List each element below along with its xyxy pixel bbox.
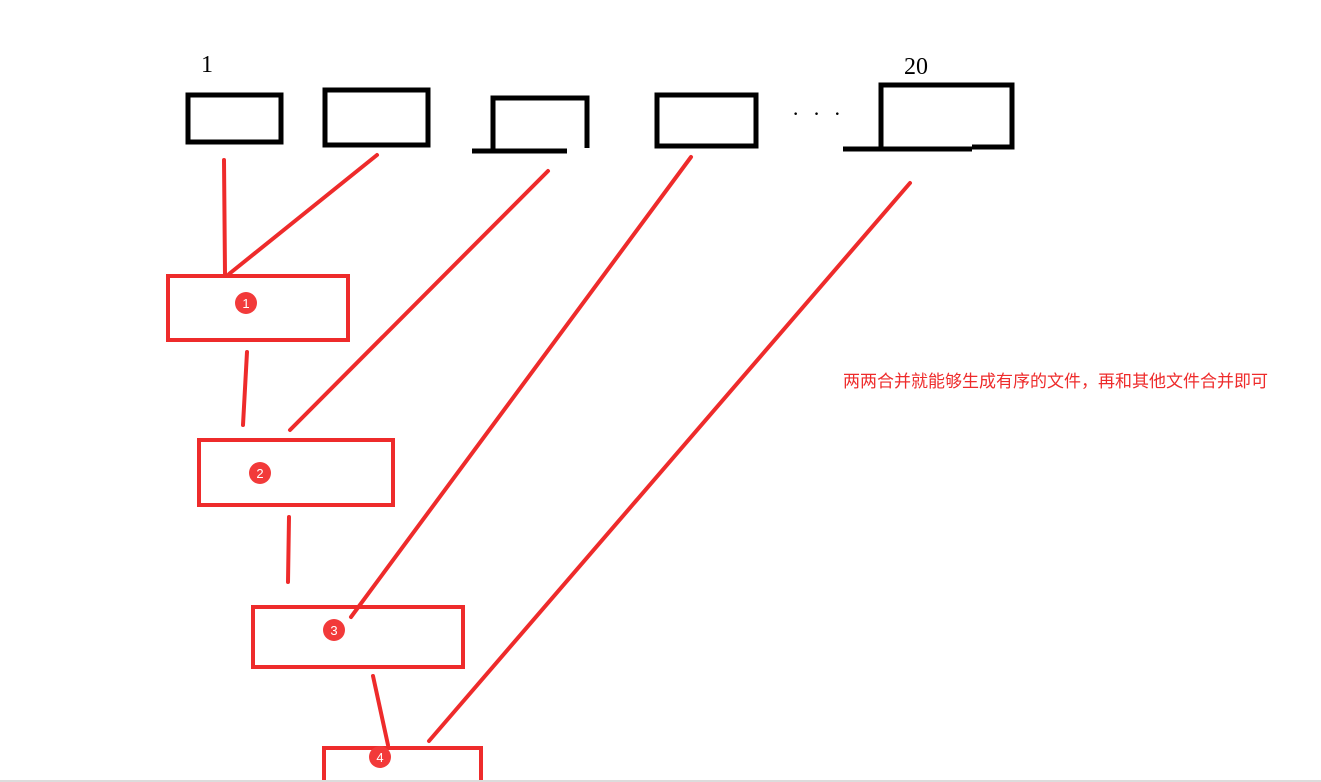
step-badge-3: 3 bbox=[323, 619, 345, 641]
merged-files bbox=[166, 274, 483, 782]
svg-text:1: 1 bbox=[242, 296, 249, 311]
svg-text:2: 2 bbox=[256, 466, 263, 481]
file-label-first: 1 bbox=[201, 52, 213, 78]
file-box-3 bbox=[472, 95, 590, 154]
merge-lines bbox=[222, 153, 912, 747]
merge-note: 两两合并就能够生成有序的文件，再和其他文件合并即可 bbox=[843, 372, 1268, 392]
merge-box-3 bbox=[251, 605, 465, 669]
step-badges: 1 2 3 4 bbox=[235, 292, 391, 768]
file-box-2 bbox=[322, 87, 431, 148]
line-step3-to-step4 bbox=[371, 674, 390, 747]
source-files bbox=[185, 82, 1015, 154]
file-box-4 bbox=[654, 92, 759, 149]
svg-text:4: 4 bbox=[376, 750, 383, 765]
line-file2-to-step1 bbox=[227, 153, 379, 276]
line-file20-to-step4 bbox=[427, 181, 912, 743]
file-label-last: 20 bbox=[904, 54, 928, 80]
merge-box-2 bbox=[197, 438, 395, 507]
ellipsis: · · · bbox=[792, 101, 845, 126]
line-file4-to-step3 bbox=[349, 155, 693, 619]
merge-box-4 bbox=[322, 746, 483, 782]
line-step1-to-step2 bbox=[241, 350, 249, 427]
canvas-bottom-border bbox=[0, 780, 1321, 782]
step-badge-2: 2 bbox=[249, 462, 271, 484]
line-step2-to-step3 bbox=[286, 515, 291, 584]
file-box-20 bbox=[843, 82, 1015, 152]
merge-box-1 bbox=[166, 274, 350, 342]
line-file1-to-step1 bbox=[222, 158, 227, 276]
svg-text:3: 3 bbox=[330, 623, 337, 638]
line-file3-to-step2 bbox=[288, 169, 550, 432]
step-badge-4: 4 bbox=[369, 746, 391, 768]
step-badge-1: 1 bbox=[235, 292, 257, 314]
file-box-1 bbox=[185, 92, 284, 145]
